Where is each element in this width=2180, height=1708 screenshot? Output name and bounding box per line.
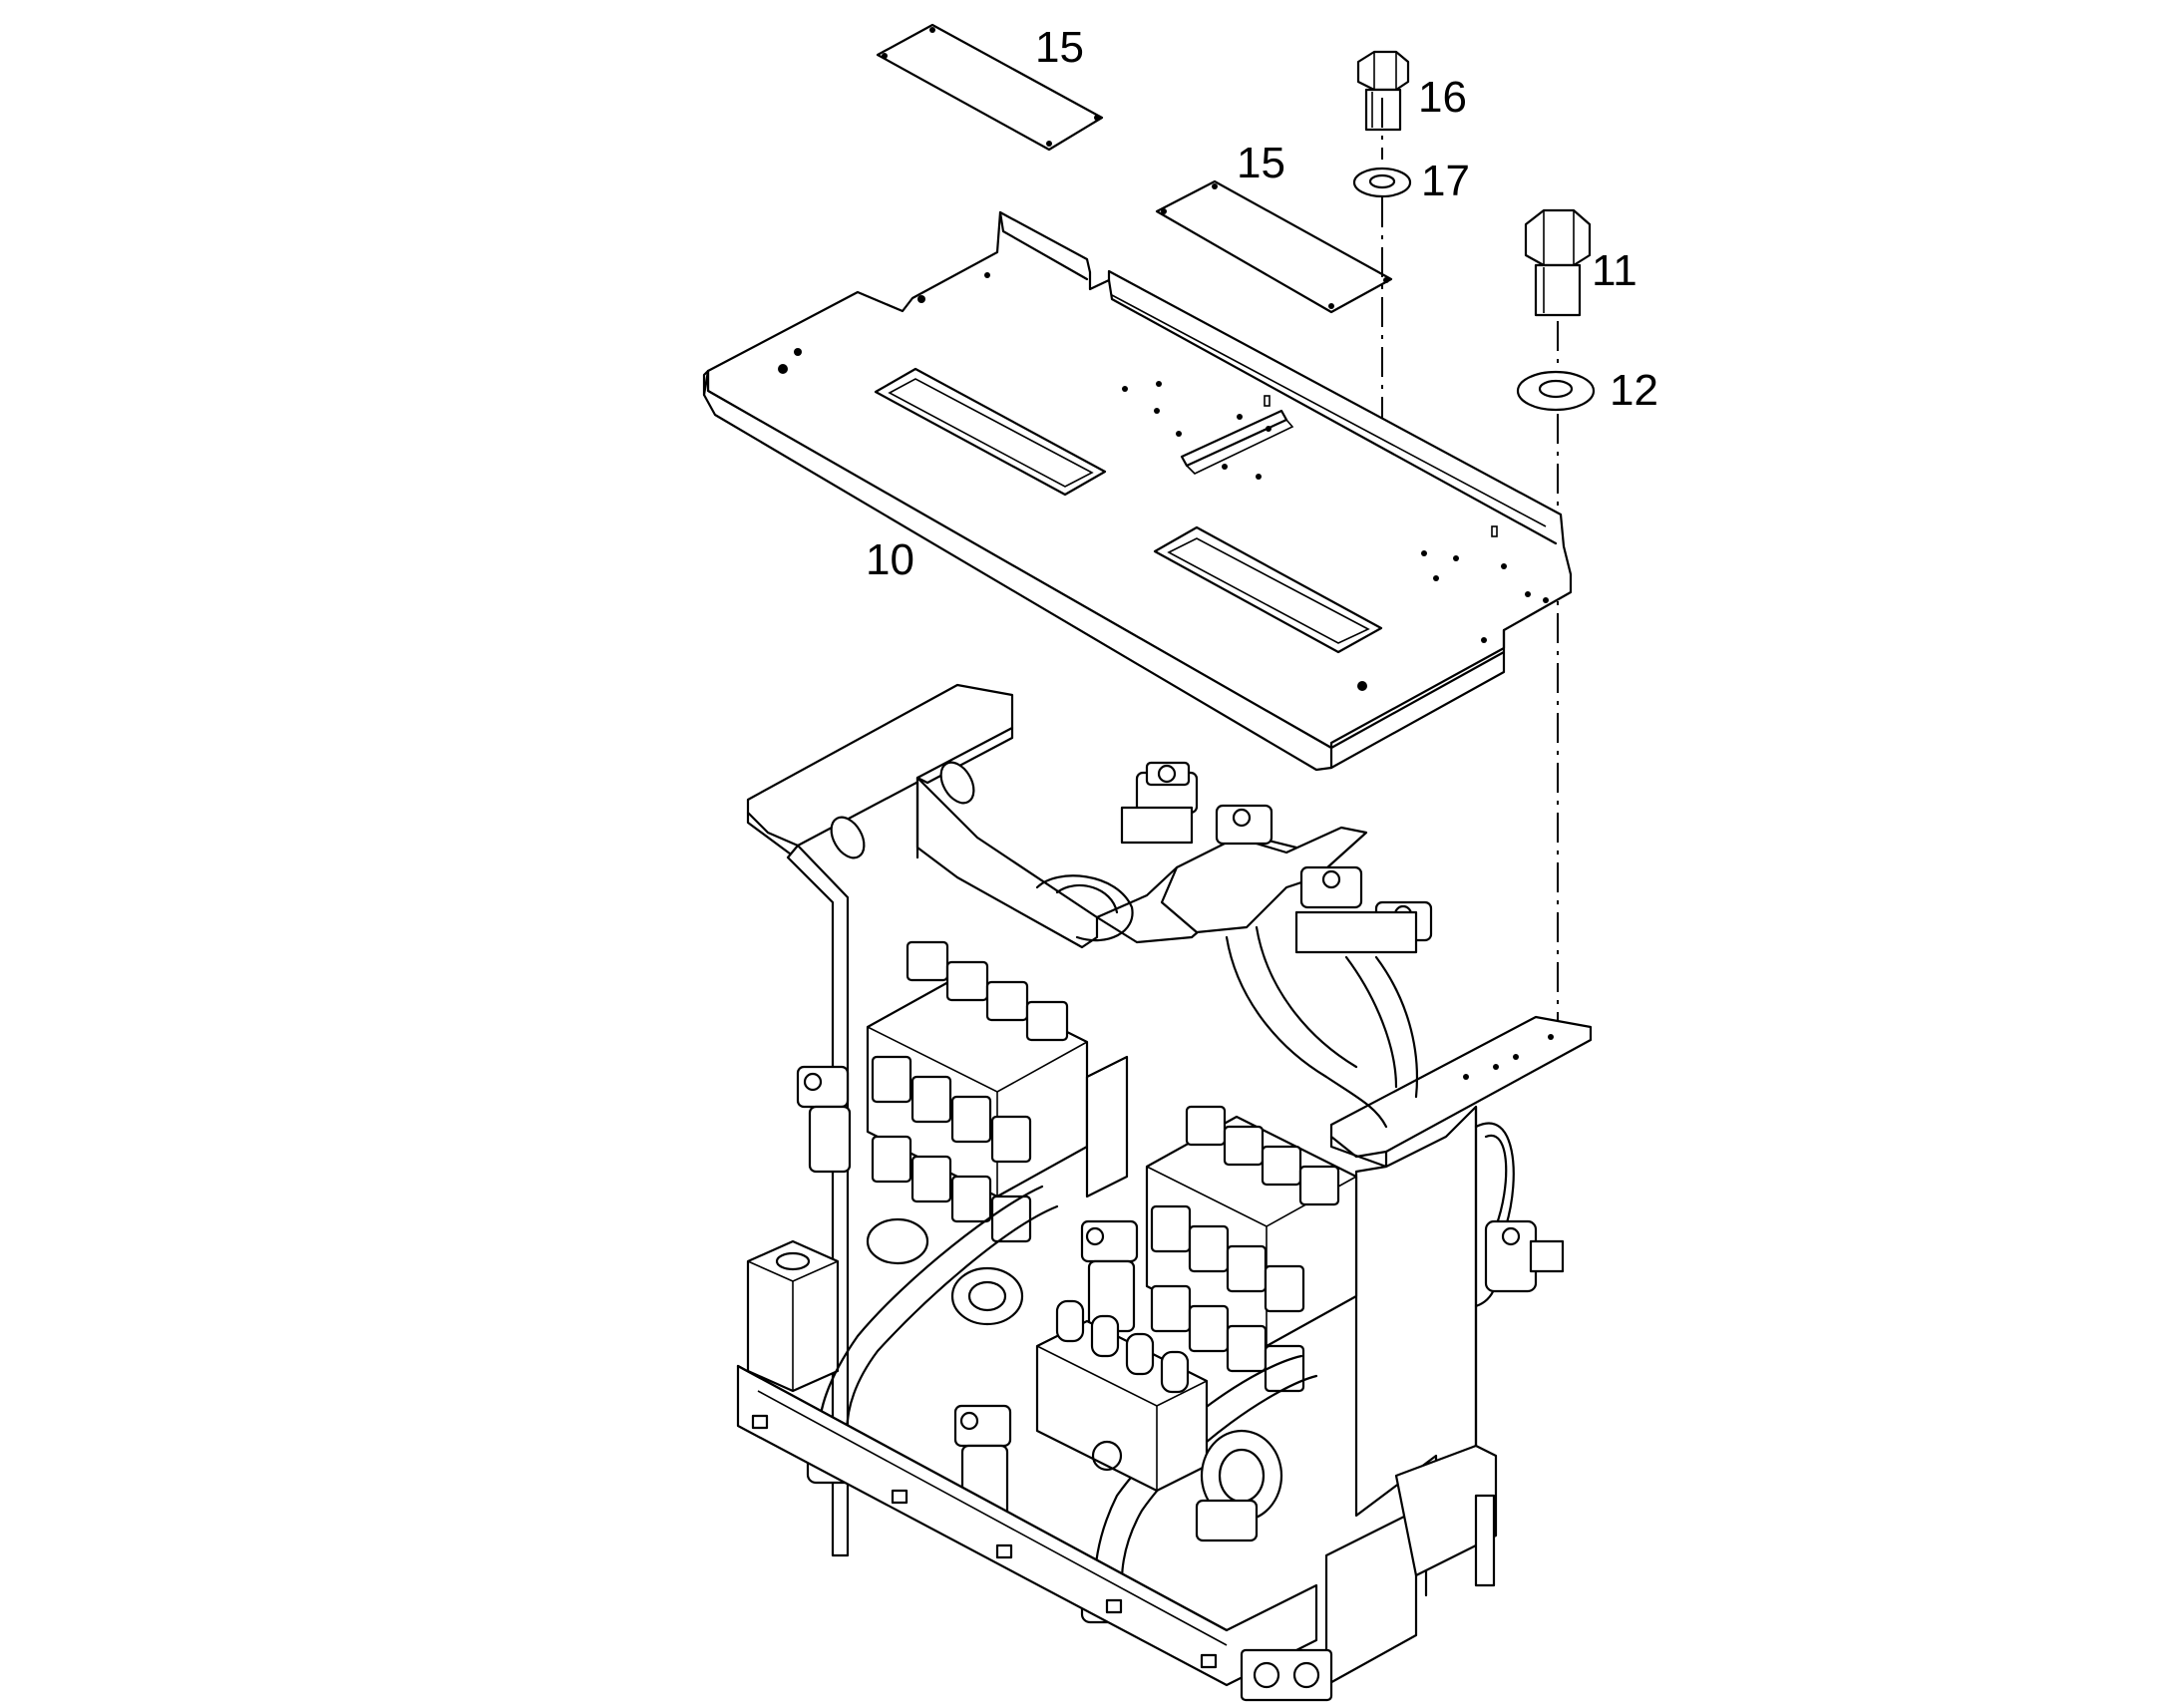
bottom-port-plate (1240, 1648, 1333, 1702)
valve-bank-right (1145, 1105, 1358, 1393)
valve-bank-left (866, 940, 1129, 1243)
filter-left (796, 1065, 852, 1174)
frame-and-valve-assembly (736, 683, 1593, 1702)
washer-12 (1516, 370, 1596, 412)
callout-15-right: 15 (1237, 139, 1285, 187)
platform-plate-10 (702, 210, 1573, 772)
callout-10: 10 (866, 535, 914, 584)
washer-17 (1352, 167, 1412, 198)
callout-17: 17 (1421, 157, 1470, 205)
motor-left (866, 1217, 1024, 1326)
cover-plate-15-left (876, 23, 1104, 152)
bolt-11 (1524, 208, 1592, 317)
tank-block (746, 1239, 840, 1393)
flange-block-upper (1120, 761, 1433, 954)
callout-11: 11 (1592, 246, 1637, 295)
filter-center (1080, 1219, 1139, 1333)
callout-16: 16 (1418, 73, 1467, 122)
control-valve (1035, 1299, 1209, 1493)
callout-labels: 15 15 16 17 11 12 10 (866, 23, 1658, 584)
callout-12: 12 (1610, 366, 1658, 415)
gear-pump (1195, 1429, 1283, 1542)
cover-plate-15-right (1155, 179, 1393, 314)
callout-15-left: 15 (1035, 23, 1084, 72)
